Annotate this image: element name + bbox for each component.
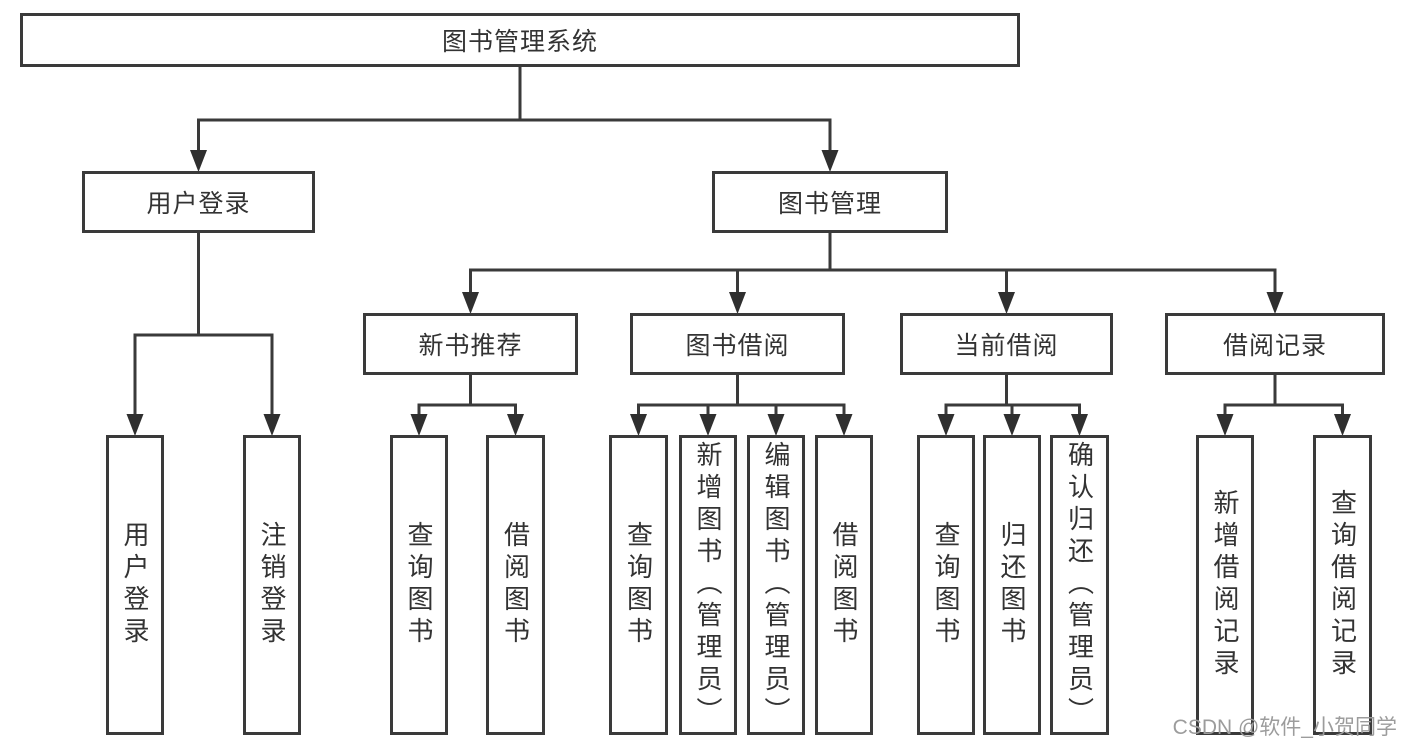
node-label: 查询图书 bbox=[623, 521, 654, 649]
node-label: 新书推荐 bbox=[418, 332, 523, 360]
node-login-logout: 注销登录 bbox=[243, 435, 301, 735]
node-recs-query: 查询借阅记录 bbox=[1313, 435, 1372, 735]
node-login: 用户登录 bbox=[82, 171, 315, 233]
node-borrow-borrow: 借阅图书 bbox=[815, 435, 873, 735]
node-borrow-add: 新增图书（管理员） bbox=[679, 435, 737, 735]
node-label: 新增借阅记录 bbox=[1210, 489, 1240, 681]
node-root: 图书管理系统 bbox=[20, 13, 1020, 67]
node-label: 查询图书 bbox=[404, 521, 434, 649]
watermark: CSDN @软件_小贺同学 bbox=[1172, 716, 1397, 739]
node-label: 查询图书 bbox=[931, 521, 961, 649]
node-label: 用户登录 bbox=[146, 190, 251, 218]
node-label: 查询借阅记录 bbox=[1327, 489, 1358, 681]
node-label: 图书管理系统 bbox=[441, 28, 598, 56]
node-label: 编辑图书（管理员） bbox=[761, 441, 791, 729]
node-borrow: 图书借阅 bbox=[630, 313, 845, 375]
node-current: 当前借阅 bbox=[900, 313, 1113, 375]
node-label: 注销登录 bbox=[257, 521, 287, 649]
node-rec: 新书推荐 bbox=[363, 313, 578, 375]
node-rec-query: 查询图书 bbox=[390, 435, 448, 735]
node-label: 归还图书 bbox=[997, 521, 1027, 649]
node-login-user: 用户登录 bbox=[106, 435, 164, 735]
node-label: 借阅图书 bbox=[829, 521, 859, 649]
node-label: 借阅图书 bbox=[500, 521, 531, 649]
node-borrow-edit: 编辑图书（管理员） bbox=[747, 435, 805, 735]
node-label: 图书管理 bbox=[777, 190, 882, 218]
node-mgmt: 图书管理 bbox=[712, 171, 948, 233]
node-label: 借阅记录 bbox=[1222, 332, 1327, 360]
node-rec-borrow: 借阅图书 bbox=[486, 435, 545, 735]
node-cur-query: 查询图书 bbox=[917, 435, 975, 735]
node-cur-return: 归还图书 bbox=[983, 435, 1041, 735]
node-label: 新增图书（管理员） bbox=[693, 441, 723, 729]
node-label: 确认归还（管理员） bbox=[1064, 441, 1095, 729]
node-label: 当前借阅 bbox=[954, 332, 1059, 360]
node-cur-confirm: 确认归还（管理员） bbox=[1050, 435, 1109, 735]
node-label: 用户登录 bbox=[120, 521, 150, 649]
node-label: 图书借阅 bbox=[685, 332, 790, 360]
node-borrow-query: 查询图书 bbox=[609, 435, 668, 735]
node-recs-add: 新增借阅记录 bbox=[1196, 435, 1254, 735]
node-records: 借阅记录 bbox=[1165, 313, 1385, 375]
